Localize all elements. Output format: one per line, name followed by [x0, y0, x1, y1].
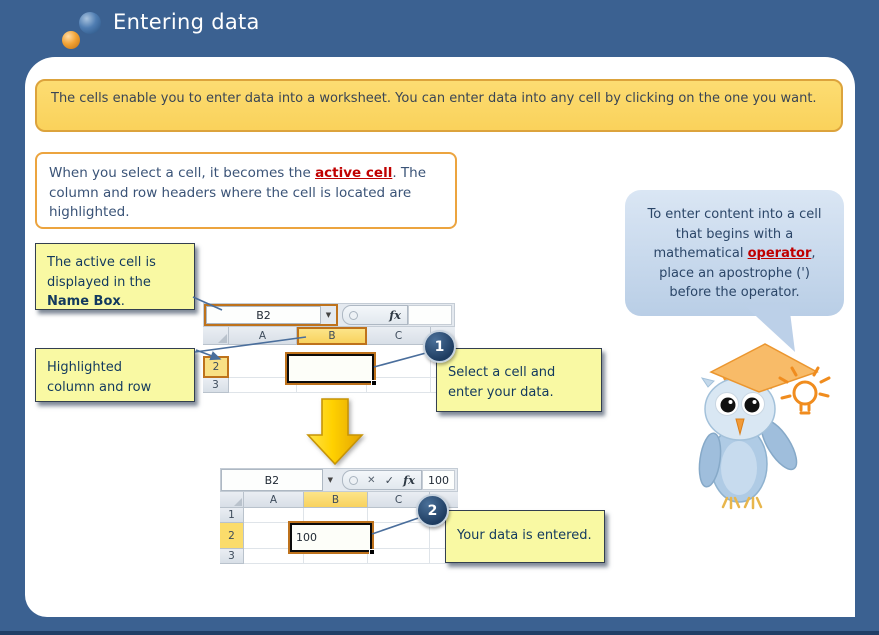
step-1-badge: 1 [423, 330, 456, 363]
name-box-value: B2 [206, 306, 321, 324]
row-header-3-2: 3 [220, 549, 244, 564]
tip-text-after: , place an apostrophe (') before the ope… [659, 246, 816, 300]
callout-highlighted: Highlighted column and row [35, 348, 195, 402]
name-box-2: B2 ▼ [221, 469, 338, 491]
column-header-a-2: A [244, 492, 304, 508]
name-box-dropdown-icon-2: ▼ [322, 469, 338, 491]
select-all-icon-2 [234, 498, 242, 506]
row-header-2-highlighted-2: 2 [220, 523, 244, 549]
step-2-badge: 2 [416, 494, 449, 527]
column-header-a: A [229, 327, 297, 345]
formula-bar-1: B2 ▼ fx [203, 303, 455, 327]
fill-handle-2 [369, 549, 375, 555]
column-header-c: C [367, 327, 431, 345]
fill-handle [371, 380, 377, 386]
insert-function-icon: fx [389, 308, 401, 322]
active-cell-note-box: When you select a cell, it becomes the a… [35, 152, 457, 229]
column-header-row-1: A B C [203, 327, 455, 345]
column-header-b-highlighted-2: B [304, 492, 368, 508]
callout-step-1: Select a cell and enter your data. [436, 348, 602, 412]
page-title: Entering data [113, 10, 260, 34]
insert-function-icon-2: fx [403, 473, 415, 487]
formula-bar-buttons-1: fx [342, 305, 408, 325]
name-box-value-2: B2 [221, 469, 323, 491]
lightbulb-icon [778, 366, 831, 415]
orange-sphere-icon [62, 31, 80, 49]
operator-link[interactable]: operator [747, 246, 812, 261]
column-header-b-highlighted: B [297, 327, 367, 345]
row-header-1: 1 [220, 508, 244, 523]
active-cell-b2-filled: 100 [288, 521, 375, 555]
note-text-after: . The column and row headers where the c… [49, 165, 427, 221]
down-arrow-icon [306, 398, 364, 466]
enter-icon: ✓ [384, 473, 394, 487]
select-all-cell [203, 327, 229, 345]
row-header-2-highlighted: 2 [203, 356, 229, 378]
select-all-cell-2 [220, 492, 244, 508]
name-box-1: B2 ▼ [204, 304, 338, 326]
tip-text-before: To enter content into a cell that begins… [647, 207, 822, 261]
step-1-text: Select a cell and enter your data. [448, 365, 556, 400]
collapse-dot-icon-2 [348, 475, 358, 485]
active-cell-b2-empty [285, 352, 377, 386]
formula-bar-2: B2 ▼ ✕ ✓ fx 100 [220, 468, 458, 492]
cancel-icon: ✕ [367, 474, 376, 486]
blue-sphere-icon [79, 12, 101, 34]
formula-input-1 [408, 305, 452, 325]
active-cell-link[interactable]: active cell [315, 165, 393, 181]
formula-input-2: 100 [422, 470, 455, 490]
formula-bar-buttons-2: ✕ ✓ fx [341, 470, 422, 490]
callout-name-box-bold: Name Box [47, 294, 121, 309]
name-box-dropdown-icon: ▼ [321, 306, 336, 324]
torn-edge-gap [203, 345, 455, 356]
note-text-before: When you select a cell, it becomes the [49, 165, 316, 181]
step-2-text: Your data is entered. [457, 528, 592, 543]
select-all-icon [218, 334, 227, 343]
spreadsheet-screenshot-1: B2 ▼ fx A B C 2 3 [203, 303, 455, 393]
callout-step-2: Your data is entered. [445, 510, 605, 563]
intro-text: The cells enable you to enter data into … [51, 91, 817, 106]
owl-mascot [698, 343, 831, 510]
tip-bubble: To enter content into a cell that begins… [625, 190, 844, 316]
bottom-border [0, 631, 879, 635]
callout-highlighted-text: Highlighted column and row [47, 360, 152, 395]
active-cell-value: 100 [290, 523, 372, 552]
spreadsheet-screenshot-2: B2 ▼ ✕ ✓ fx 100 A B C 1 [220, 468, 458, 564]
callout-name-box-text: The active cell is displayed in the [47, 255, 156, 290]
callout-name-box: The active cell is displayed in the Name… [35, 243, 195, 310]
owl-feet [721, 496, 763, 510]
collapse-dot-icon [349, 310, 358, 320]
row-header-3: 3 [203, 378, 229, 393]
intro-text-box: The cells enable you to enter data into … [35, 79, 843, 132]
